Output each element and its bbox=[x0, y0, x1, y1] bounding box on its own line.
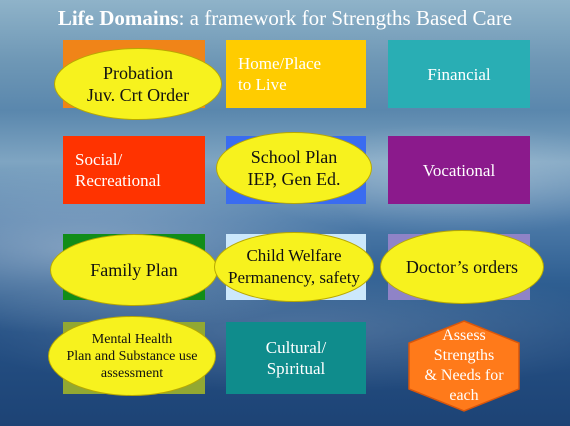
hexagon-shape bbox=[408, 320, 520, 412]
oval-family-plan: Family Plan bbox=[50, 234, 218, 306]
oval-label-probation: Probation Juv. Crt Order bbox=[86, 63, 190, 105]
title-rest: : a framework for Strengths Based Care bbox=[178, 6, 513, 30]
oval-child-welfare: Child Welfare Permanency, safety bbox=[214, 232, 374, 302]
domain-label-home: Home/Place to Live bbox=[238, 54, 322, 94]
oval-doctors-orders: Doctor’s orders bbox=[380, 230, 544, 304]
oval-label-family-plan: Family Plan bbox=[90, 260, 178, 280]
oval-label-doctors-orders: Doctor’s orders bbox=[405, 257, 519, 277]
oval-label-school-plan: School Plan IEP, Gen Ed. bbox=[247, 147, 341, 189]
domain-label-financial: Financial bbox=[427, 64, 491, 84]
domain-box-social: Social/ Recreational bbox=[63, 136, 205, 204]
oval-label-mental-health: Mental Health Plan and Substance use ass… bbox=[66, 331, 198, 381]
oval-school-plan: School Plan IEP, Gen Ed. bbox=[216, 132, 372, 204]
domain-box-cultural: Cultural/ Spiritual bbox=[226, 322, 366, 394]
domain-box-vocational: Vocational bbox=[388, 136, 530, 204]
domain-label-vocational: Vocational bbox=[422, 160, 496, 180]
domain-label-social: Social/ Recreational bbox=[75, 150, 161, 190]
oval-mental-health: Mental Health Plan and Substance use ass… bbox=[48, 316, 216, 396]
slide-title: Life Domains: a framework for Strengths … bbox=[0, 6, 570, 31]
oval-label-child-welfare: Child Welfare Permanency, safety bbox=[227, 246, 360, 287]
hexagon-label: Assess Strengths & Needs for each bbox=[424, 327, 504, 404]
assess-hexagon: Assess Strengths & Needs for each bbox=[394, 320, 534, 412]
domain-box-home: Home/Place to Live bbox=[226, 40, 366, 108]
title-bold: Life Domains bbox=[57, 6, 179, 30]
domain-label-cultural: Cultural/ Spiritual bbox=[265, 338, 327, 378]
oval-probation: Probation Juv. Crt Order bbox=[54, 48, 222, 120]
domain-box-financial: Financial bbox=[388, 40, 530, 108]
